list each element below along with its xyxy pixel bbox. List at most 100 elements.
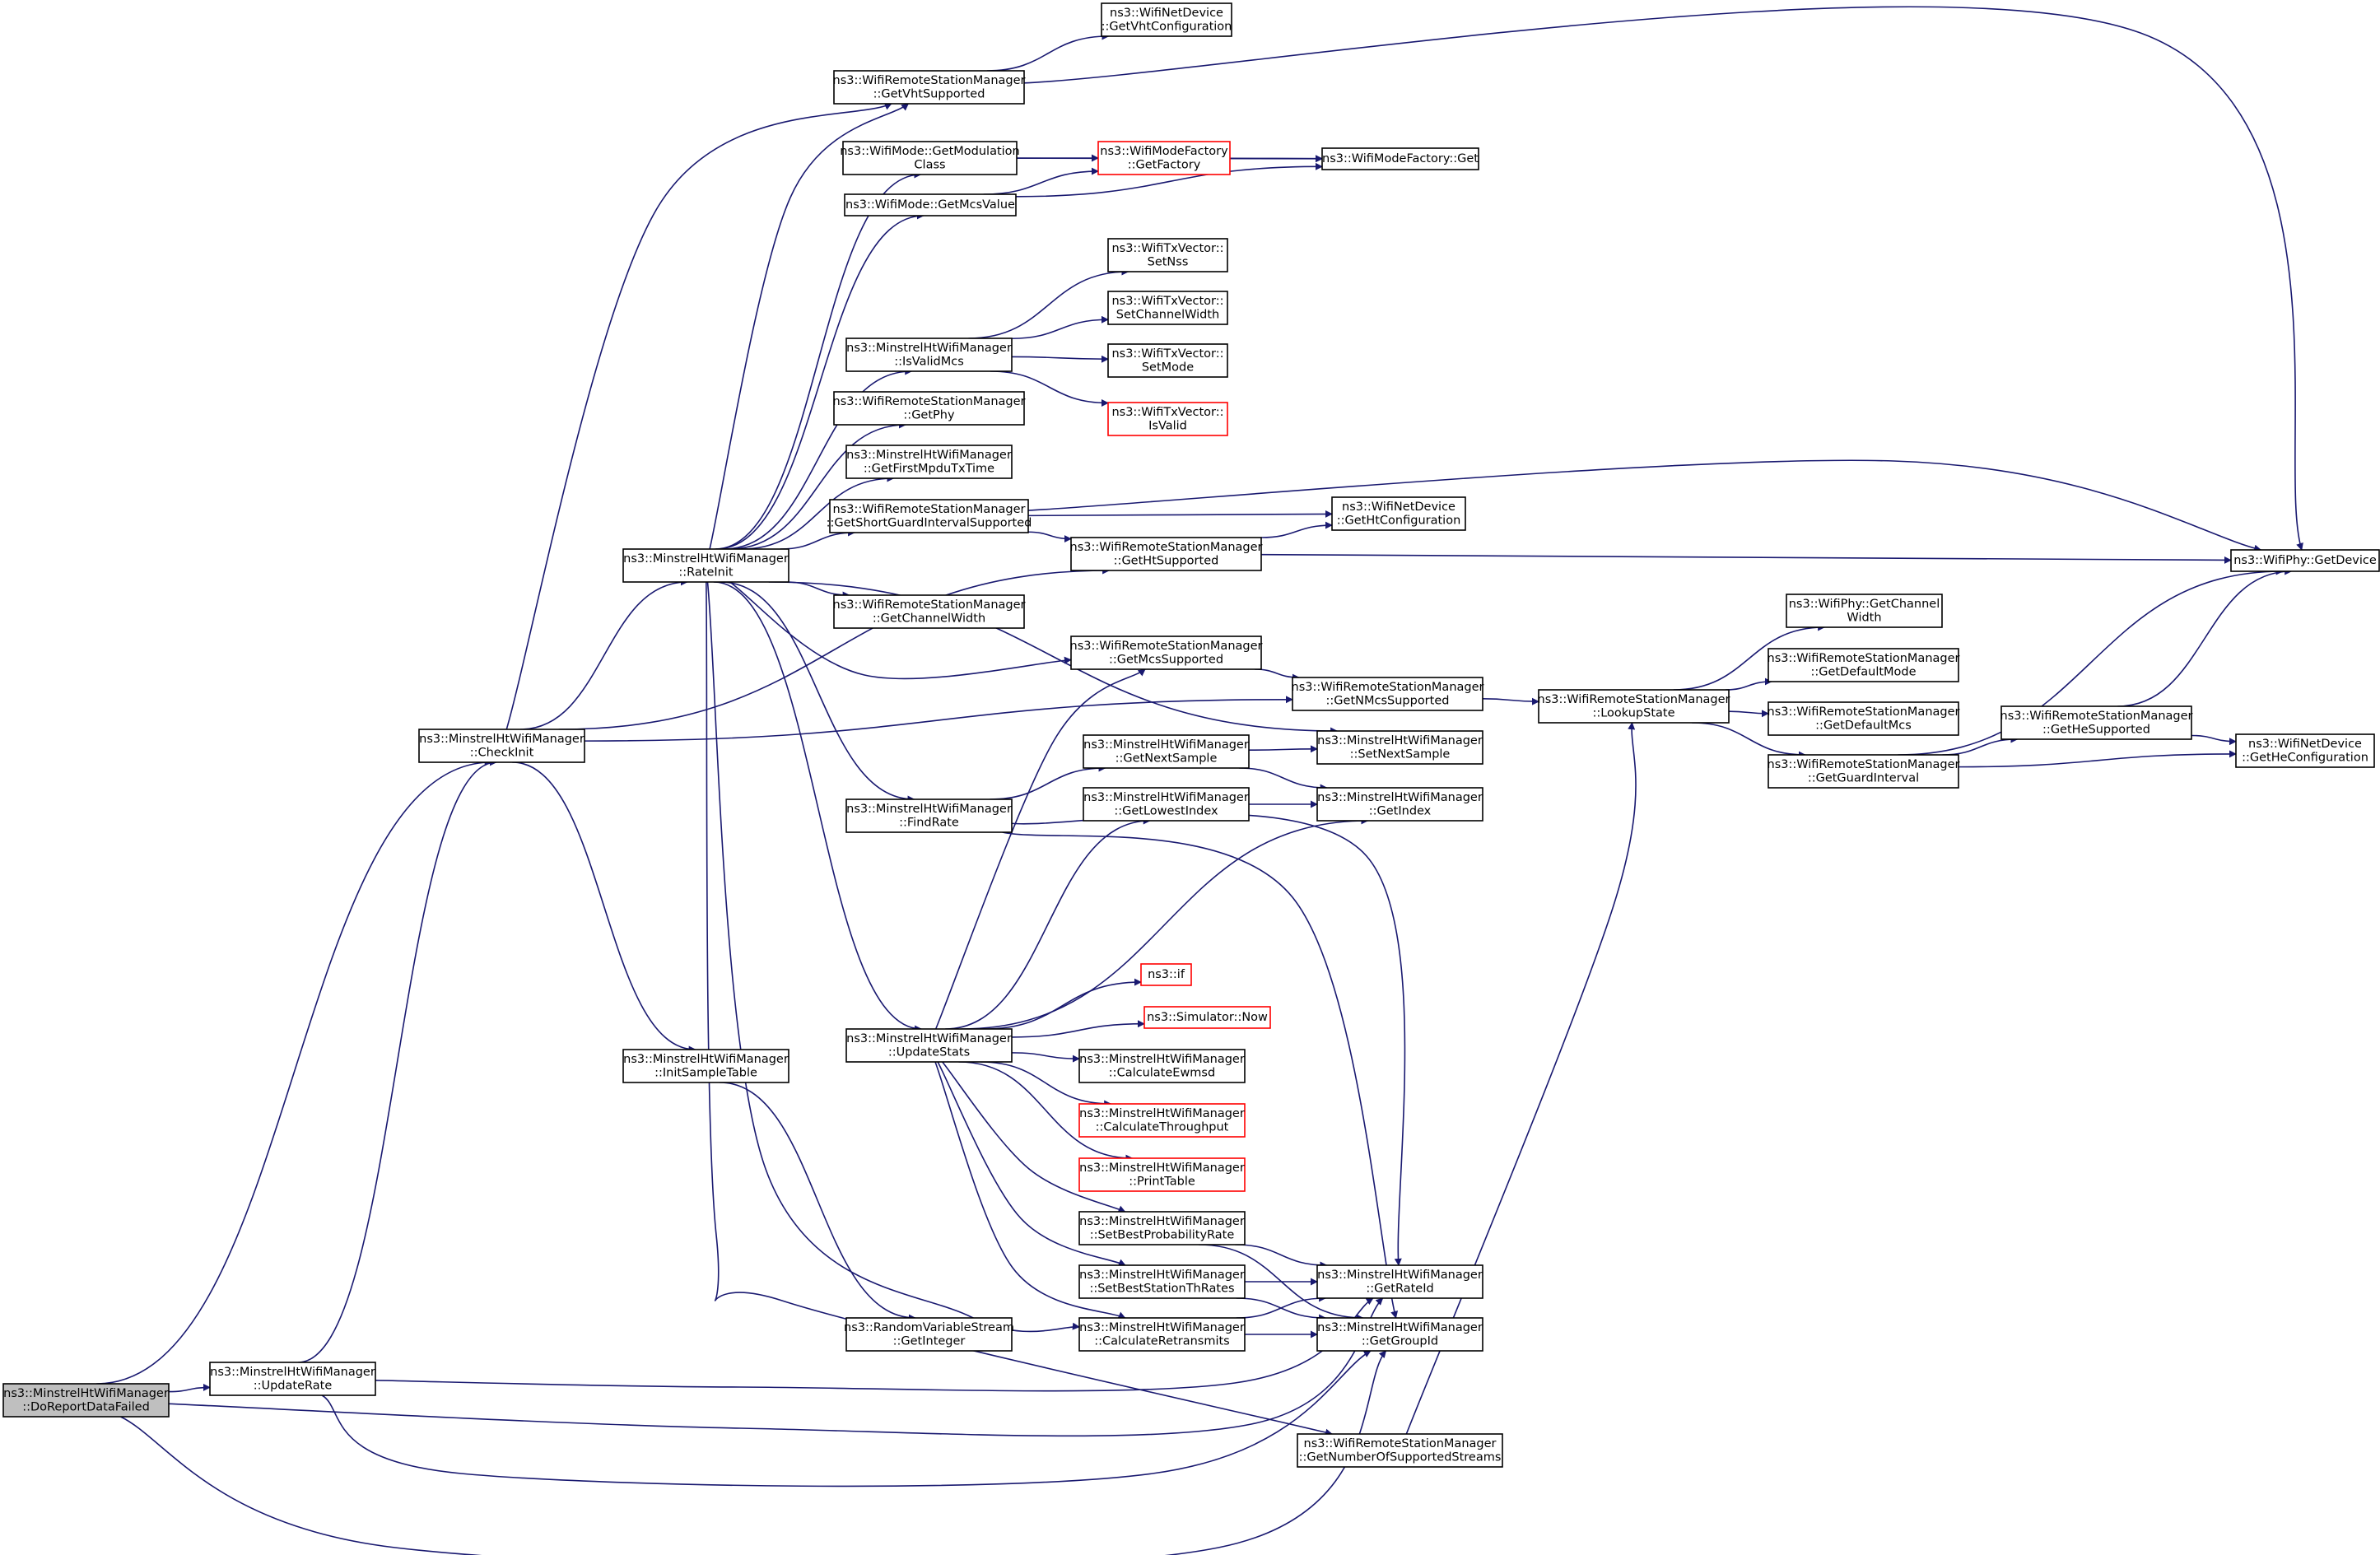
function-node-ci[interactable]: ns3::MinstrelHtWifiManager::CheckInit [418, 729, 585, 763]
node-label-line: ns3::Simulator::Now [1147, 1011, 1268, 1024]
function-node-rvs[interactable]: ns3::RandomVariableStream::GetInteger [844, 1317, 1014, 1352]
function-node-smode[interactable]: ns3::WifiTxVector::SetMode [1107, 343, 1228, 378]
node-box [1083, 734, 1250, 769]
call-edge-ri-to-crt [706, 581, 1080, 1333]
function-node-gdm[interactable]: ns3::WifiRemoteStationManager::GetDefaul… [1768, 648, 1960, 682]
node-box [1316, 730, 1483, 765]
call-edge-gsgi-to-ghs [1027, 531, 1072, 543]
node-box [1070, 537, 1262, 571]
node-box [842, 141, 1018, 175]
function-node-gidx[interactable]: ns3::MinstrelHtWifiManager::GetIndex [1316, 787, 1483, 822]
function-node-if[interactable]: ns3::if [1140, 963, 1192, 986]
node-box [845, 798, 1013, 833]
function-node-crt[interactable]: ns3::MinstrelHtWifiManager::CalculateRet… [1078, 1317, 1246, 1352]
function-node-sns[interactable]: ns3::MinstrelHtWifiManager::SetNextSampl… [1316, 730, 1483, 765]
function-node-ggid[interactable]: ns3::MinstrelHtWifiManager::GetGroupId [1316, 1317, 1483, 1352]
function-node-gcw[interactable]: ns3::WifiRemoteStationManager::GetChanne… [833, 594, 1026, 629]
function-node-cew[interactable]: ns3::MinstrelHtWifiManager::CalculateEwm… [1078, 1049, 1246, 1083]
call-edge-gvs-to-gvc [986, 32, 1110, 72]
function-node-gfmt[interactable]: ns3::MinstrelHtWifiManager::GetFirstMpdu… [845, 445, 1013, 479]
node-box [1107, 343, 1228, 378]
node-box [844, 193, 1017, 216]
node-label-line: ns3::MinstrelHtWifiManager [3, 1387, 169, 1400]
call-edge-us-to-crt [934, 1061, 1126, 1319]
node-label-line: ::GetNumberOfSupportedStreams [1299, 1450, 1502, 1464]
function-node-gdev[interactable]: ns3::WifiPhy::GetDevice [2230, 549, 2380, 572]
function-node-gvc[interactable]: ns3::WifiNetDevice::GetVhtConfiguration [1101, 2, 1232, 37]
function-node-ghec[interactable]: ns3::WifiNetDevice::GetHeConfiguration [2235, 733, 2375, 768]
function-node-gli[interactable]: ns3::MinstrelHtWifiManager::GetLowestInd… [1083, 787, 1250, 822]
node-box [1078, 1103, 1246, 1138]
function-node-sbpr[interactable]: ns3::MinstrelHtWifiManager::SetBestProba… [1078, 1211, 1246, 1245]
call-edge-crt-to-grid [1236, 1294, 1327, 1319]
call-edges [96, 6, 2303, 1555]
function-node-drdf[interactable]: ns3::MinstrelHtWifiManager::DoReportData… [2, 1383, 170, 1418]
function-node-ivm[interactable]: ns3::MinstrelHtWifiManager::IsValidMcs [845, 338, 1013, 372]
function-node-gnms[interactable]: ns3::WifiRemoteStationManager::GetNMcsSu… [1292, 677, 1484, 711]
function-node-grid[interactable]: ns3::MinstrelHtWifiManager::GetRateId [1316, 1264, 1483, 1299]
function-node-ur[interactable]: ns3::MinstrelHtWifiManager::UpdateRate [209, 1362, 376, 1396]
function-node-sbst[interactable]: ns3::MinstrelHtWifiManager::SetBestStati… [1078, 1264, 1246, 1299]
function-node-gsgi[interactable]: ns3::WifiRemoteStationManager::GetShortG… [827, 499, 1032, 533]
function-node-us[interactable]: ns3::MinstrelHtWifiManager::UpdateStats [845, 1028, 1013, 1063]
call-edge-fr-to-gns [990, 764, 1106, 800]
node-box [833, 594, 1025, 629]
node-label-line: ::GetFirstMpduTxTime [864, 462, 994, 475]
function-node-ls[interactable]: ns3::WifiRemoteStationManager::LookupSta… [1538, 689, 1730, 724]
node-label-line: SetNss [1148, 255, 1189, 268]
call-edge-ivm-to-snss [968, 268, 1129, 339]
node-label-line: ns3::WifiModeFactory [1100, 145, 1228, 158]
function-node-ist[interactable]: ns3::MinstrelHtWifiManager::InitSampleTa… [622, 1049, 789, 1083]
function-node-gms[interactable]: ns3::WifiRemoteStationManager::GetMcsSup… [1070, 636, 1263, 670]
node-label-line: ns3::WifiPhy::GetDevice [2233, 554, 2377, 567]
call-edge-ivm-to-isv [990, 370, 1109, 407]
call-edge-ri-to-fr [720, 581, 915, 803]
function-node-wmgf[interactable]: ns3::WifiModeFactory::GetFactory [1097, 141, 1231, 175]
function-node-now[interactable]: ns3::Simulator::Now [1143, 1006, 1271, 1029]
function-node-fr[interactable]: ns3::MinstrelHtWifiManager::FindRate [845, 798, 1013, 833]
call-edge-ri-to-gms [729, 581, 1072, 680]
node-label-line: ns3::MinstrelHtWifiManager [210, 1366, 375, 1379]
function-node-isv[interactable]: ns3::WifiTxVector::IsValid [1107, 402, 1228, 436]
node-box [1083, 787, 1250, 822]
call-edge-ci-to-gnms [584, 696, 1293, 742]
function-node-snss[interactable]: ns3::WifiTxVector::SetNss [1107, 238, 1228, 272]
call-edge-ci-to-ri [520, 578, 688, 730]
function-node-gvs[interactable]: ns3::WifiRemoteStationManager::GetVhtSup… [833, 70, 1026, 105]
function-node-ghtc[interactable]: ns3::WifiNetDevice::GetHtConfiguration [1331, 496, 1466, 531]
node-label-line: ::GetGroupId [1362, 1334, 1438, 1348]
node-box [622, 1049, 789, 1083]
node-label-line: ::GetNMcsSupported [1326, 694, 1450, 707]
function-node-gns[interactable]: ns3::MinstrelHtWifiManager::GetNextSampl… [1083, 734, 1250, 769]
node-label-line: ::GetHtConfiguration [1337, 514, 1461, 527]
function-node-ggi[interactable]: ns3::WifiRemoteStationManager::GetGuardI… [1768, 754, 1960, 789]
function-node-gnss[interactable]: ns3::WifiRemoteStationManager::GetNumber… [1297, 1433, 1503, 1468]
node-label-line: SetChannelWidth [1116, 308, 1219, 321]
function-node-ghes[interactable]: ns3::WifiRemoteStationManager::GetHeSupp… [2000, 705, 2193, 740]
call-edge-ivm-to-smode [1011, 355, 1109, 363]
node-label-line: ::GetGuardInterval [1808, 771, 1919, 784]
node-label-line: ::GetDefaultMcs [1815, 719, 1912, 732]
node-box [1097, 141, 1231, 175]
function-node-gmv[interactable]: ns3::WifiMode::GetMcsValue [844, 193, 1017, 216]
function-node-ri[interactable]: ns3::MinstrelHtWifiManager::RateInit [622, 548, 789, 583]
node-label-line: ns3::WifiRemoteStationManager [1538, 693, 1730, 706]
call-edge-gsgi-to-gdev [1027, 459, 2262, 552]
function-node-ghs[interactable]: ns3::WifiRemoteStationManager::GetHtSupp… [1070, 537, 1263, 571]
node-box [1768, 754, 1959, 789]
function-node-gphy[interactable]: ns3::WifiRemoteStationManager::GetPhy [833, 391, 1026, 426]
function-node-gdmcs[interactable]: ns3::WifiRemoteStationManager::GetDefaul… [1768, 701, 1960, 736]
call-edge-ci-to-ghs [558, 566, 1111, 730]
call-edge-ri-to-gfmt [741, 474, 895, 550]
function-node-cth[interactable]: ns3::MinstrelHtWifiManager::CalculateThr… [1078, 1103, 1246, 1138]
node-label-line: SetMode [1142, 361, 1194, 374]
function-node-wmg[interactable]: ns3::WifiModeFactory::Get [1321, 147, 1479, 170]
function-node-pt[interactable]: ns3::MinstrelHtWifiManager::PrintTable [1078, 1157, 1246, 1192]
function-node-scw[interactable]: ns3::WifiTxVector::SetChannelWidth [1107, 291, 1228, 325]
call-edge-gns-to-gidx [1239, 767, 1328, 792]
function-node-gcwp[interactable]: ns3::WifiPhy::GetChannelWidth [1786, 594, 1943, 628]
node-label-line: ns3::WifiNetDevice [1342, 500, 1455, 514]
node-box [1078, 1317, 1246, 1352]
call-edge-ggi-to-gdev [1898, 567, 2284, 756]
